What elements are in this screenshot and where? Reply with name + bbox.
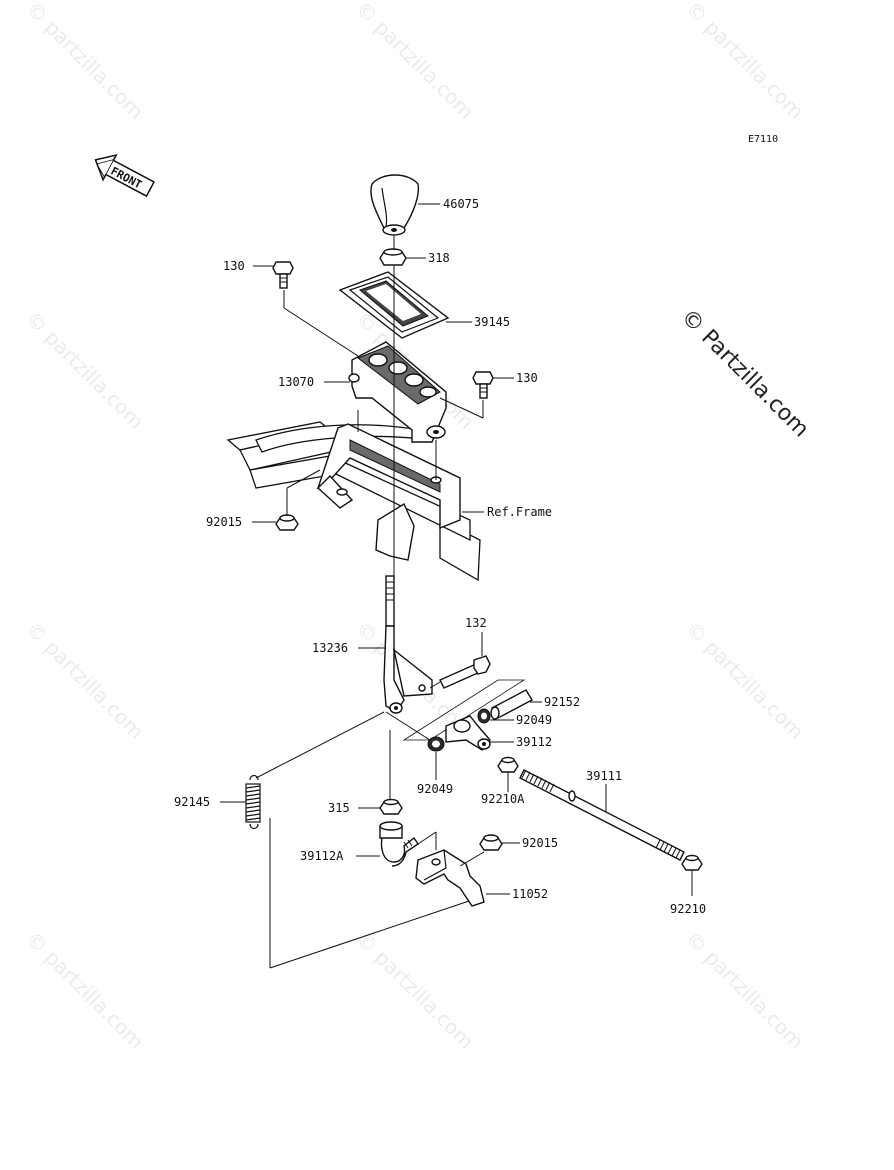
bolt-130-right (472, 371, 494, 399)
watermark: © partzilla.com (21, 0, 148, 124)
label-11052: 11052 (512, 887, 548, 901)
knob-46075 (370, 174, 420, 236)
bolt-132 (439, 655, 491, 689)
label-92152: 92152 (544, 695, 580, 709)
linkage-panel (385, 679, 526, 741)
label-315: 315 (328, 801, 350, 815)
spring-leaders (255, 711, 473, 969)
pin-92152 (490, 689, 533, 720)
label-130-right: 130 (516, 371, 538, 385)
watermark: © partzilla.com (21, 307, 148, 434)
nut-92210A (497, 756, 519, 773)
partzilla-watermark: © Partzilla.com (676, 305, 814, 443)
rod-39111 (519, 769, 685, 861)
label-46075: 46075 (443, 197, 479, 211)
label-ref-frame: Ref.Frame (487, 505, 552, 519)
label-92015-lower: 92015 (522, 836, 558, 850)
spring-92145 (245, 774, 261, 830)
nut-92015-lower (479, 834, 503, 851)
bracket-11052 (415, 849, 485, 907)
watermark: © partzilla.com (21, 617, 148, 744)
label-39111: 39111 (586, 769, 622, 783)
arm-39112 (445, 715, 491, 751)
label-92210A: 92210A (481, 792, 525, 806)
shift-bracket (316, 423, 461, 561)
front-arrow-icon: FRONT (94, 153, 156, 198)
watermark: © partzilla.com (681, 0, 808, 124)
watermark: © partzilla.com (351, 927, 478, 1054)
watermark: © partzilla.com (21, 927, 148, 1054)
label-39112: 39112 (516, 735, 552, 749)
watermark: © partzilla.com (351, 0, 478, 124)
watermark: © partzilla.com (681, 927, 808, 1054)
housing-13070 (348, 341, 447, 443)
label-92145: 92145 (174, 795, 210, 809)
label-92015: 92015 (206, 515, 242, 529)
watermark: © partzilla.com (681, 617, 808, 744)
nut-92015-upper (275, 514, 299, 531)
diagram-code: E7110 (748, 134, 778, 145)
lever-13236 (383, 575, 433, 714)
washer-92049-lower (427, 736, 445, 752)
label-92049-lower: 92049 (417, 782, 453, 796)
nut-315 (379, 798, 403, 815)
washer-92049-upper (477, 708, 491, 724)
label-130: 130 (223, 259, 245, 273)
bolt-130-left (272, 261, 294, 289)
label-318: 318 (428, 251, 450, 265)
nut-92210 (681, 854, 703, 871)
nut-318 (379, 248, 407, 266)
label-39145: 39145 (474, 315, 510, 329)
label-92210: 92210 (670, 902, 706, 916)
ref-frame (226, 421, 481, 582)
label-39112A: 39112A (300, 849, 344, 863)
label-92049-upper: 92049 (516, 713, 552, 727)
ball-joint-39112A (379, 821, 419, 867)
watermark-layer: © partzilla.com © partzilla.com © partzi… (21, 0, 808, 1054)
label-132: 132 (465, 616, 487, 630)
label-13236: 13236 (312, 641, 348, 655)
label-13070: 13070 (278, 375, 314, 389)
assembly-lines (283, 236, 484, 576)
